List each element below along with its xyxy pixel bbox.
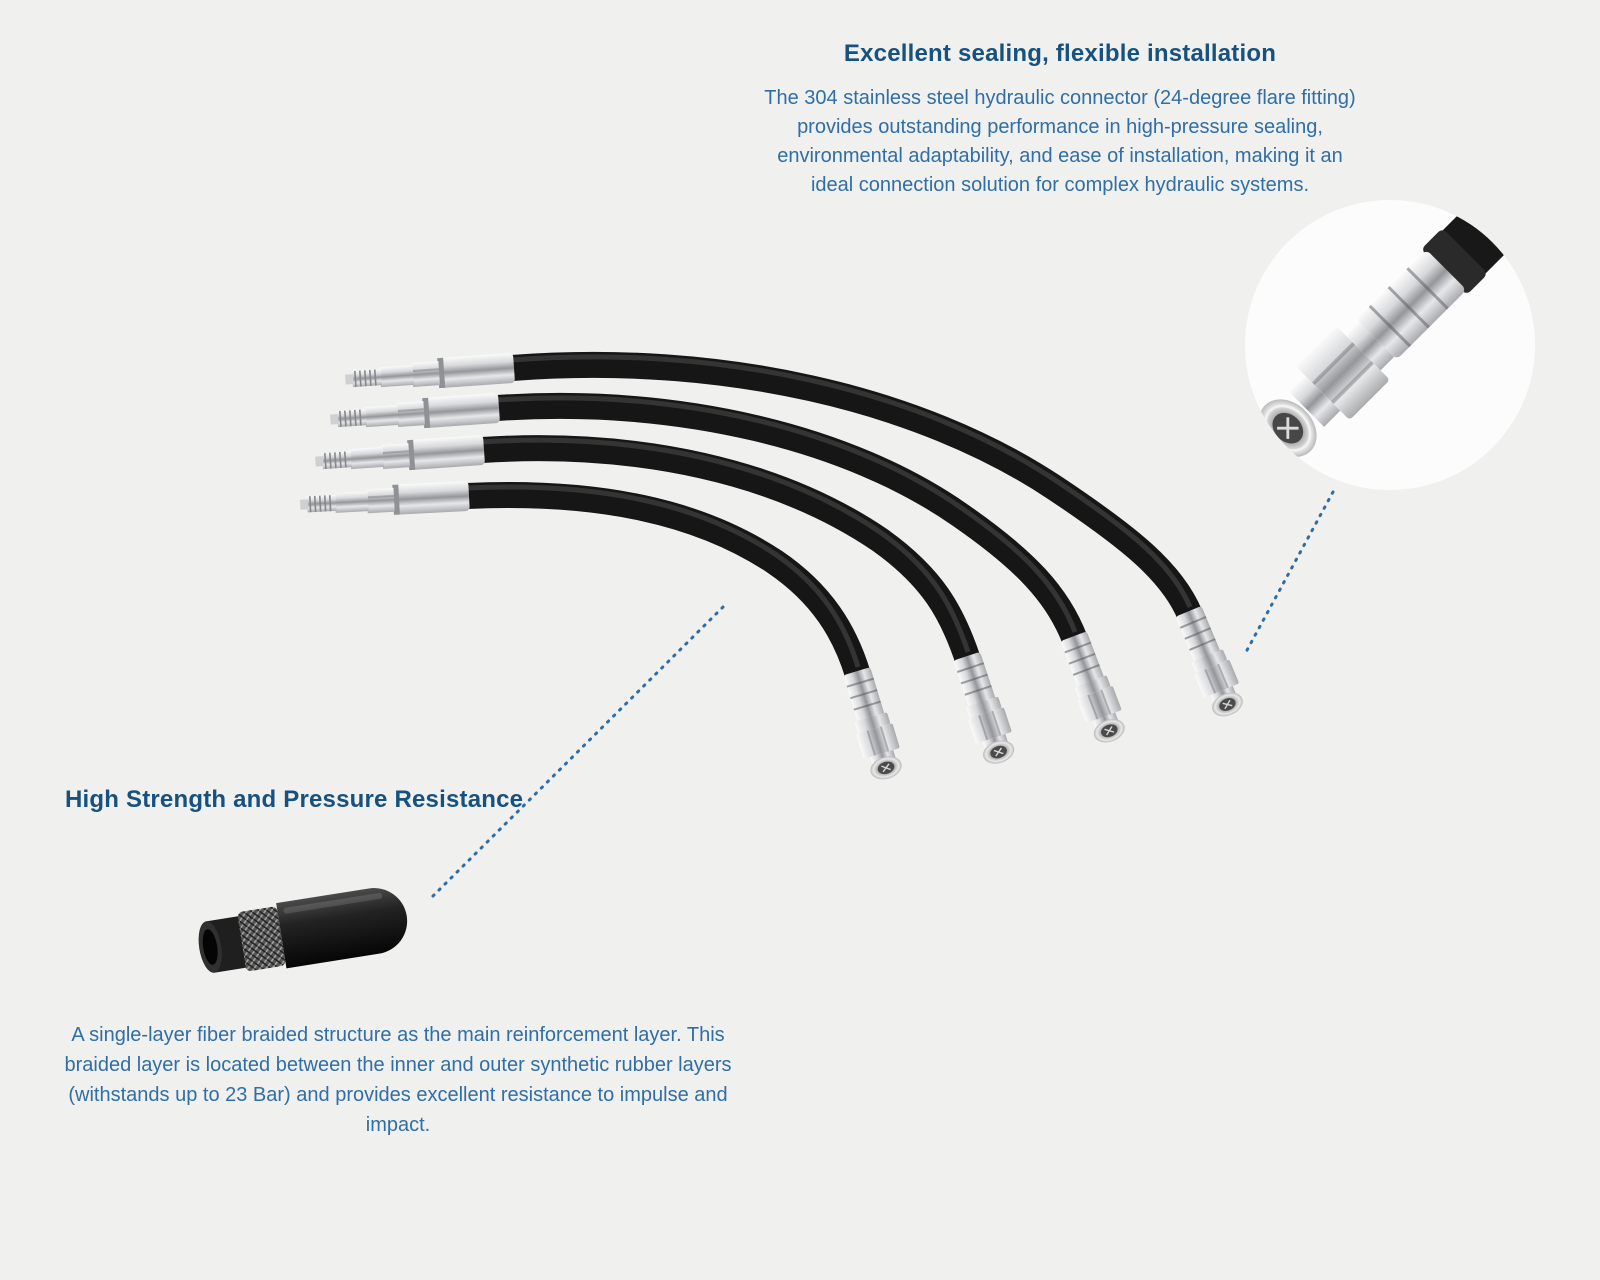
strength-body: A single-layer fiber braided structure a… — [64, 1024, 732, 1136]
bottom-connector — [1054, 628, 1132, 749]
hose-assembly-image — [298, 351, 1251, 785]
sealing-body: The 304 stainless steel hydraulic connec… — [764, 87, 1356, 196]
strength-heading: High Strength and Pressure Resistance — [65, 786, 524, 813]
callout-line-left — [430, 605, 725, 899]
left-connector — [343, 351, 517, 396]
hose-1 — [343, 351, 1251, 723]
callout-line-right — [1244, 490, 1335, 654]
hose-3 — [313, 433, 1022, 770]
sealing-heading: Excellent sealing, flexible installation — [843, 40, 1277, 67]
hose-2 — [328, 391, 1132, 749]
hose-4 — [298, 479, 909, 785]
hose-section-image — [198, 888, 408, 973]
left-connector — [313, 433, 487, 478]
bottom-connector — [837, 664, 909, 785]
left-connector — [328, 391, 502, 436]
left-connector — [298, 479, 471, 521]
bottom-connector — [947, 649, 1022, 770]
bottom-connector — [1169, 602, 1251, 723]
